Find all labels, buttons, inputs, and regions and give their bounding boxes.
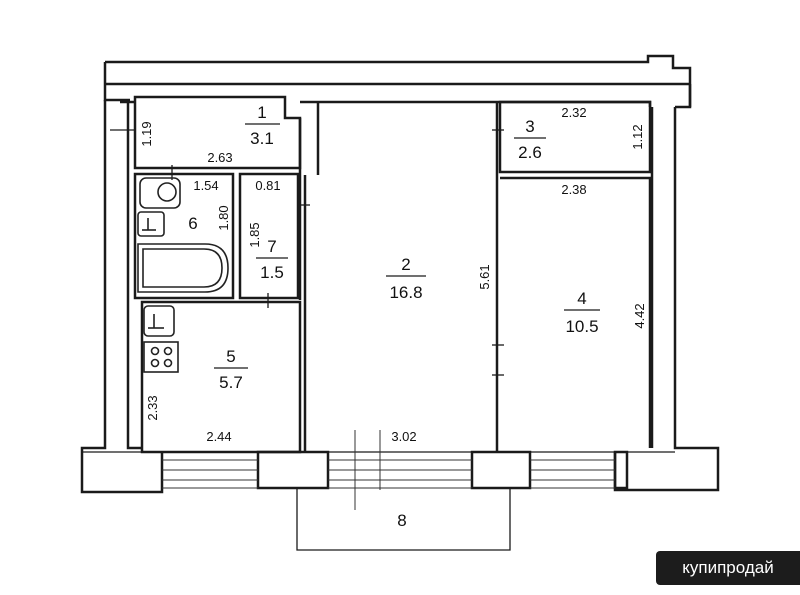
room-2-area: 16.8 bbox=[389, 283, 422, 302]
watermark-logo: купипродай bbox=[656, 551, 800, 585]
pier-left bbox=[256, 450, 330, 490]
dim-r2-width: 3.02 bbox=[391, 429, 416, 444]
dim-r4-height: 4.42 bbox=[632, 303, 647, 328]
room-6-number: 6 bbox=[188, 214, 197, 233]
room4-walls bbox=[500, 176, 652, 448]
left-wall bbox=[80, 100, 164, 494]
balcony-outline bbox=[296, 488, 511, 551]
kitchen-sink-icon bbox=[143, 305, 175, 337]
dim-r1-height: 1.19 bbox=[139, 121, 154, 146]
room-3-area: 2.6 bbox=[518, 143, 542, 162]
room-2-number: 2 bbox=[401, 255, 410, 274]
window-kitchen bbox=[162, 459, 258, 489]
pier-far-right bbox=[613, 450, 629, 490]
left-wall-inner bbox=[126, 100, 142, 450]
dim-r7-height: 1.85 bbox=[247, 222, 262, 247]
window-bedroom bbox=[530, 459, 615, 489]
room3-walls bbox=[498, 100, 652, 174]
room-labels: 1 3.1 2 16.8 3 2.6 4 10.5 5 5.7 6 7 1.5 … bbox=[188, 103, 600, 530]
dim-r6-height: 1.80 bbox=[216, 205, 231, 230]
interior-walls bbox=[110, 95, 652, 454]
dim-r1-width: 2.63 bbox=[207, 150, 232, 165]
room-5-area: 5.7 bbox=[219, 373, 243, 392]
room5-walls bbox=[140, 300, 302, 454]
dim-r3-height: 1.12 bbox=[630, 124, 645, 149]
room-7-number: 7 bbox=[267, 237, 276, 256]
dim-r3-width: 2.32 bbox=[561, 105, 586, 120]
dimension-labels: 1.19 2.63 1.54 1.80 0.81 1.85 5.61 3.02 … bbox=[139, 105, 647, 444]
room7-walls bbox=[238, 172, 300, 300]
pier-right bbox=[470, 450, 532, 490]
room-8-number: 8 bbox=[397, 511, 406, 530]
dim-r2-height: 5.61 bbox=[477, 264, 492, 289]
bathtub-icon bbox=[137, 243, 229, 293]
dim-r5-height: 2.33 bbox=[145, 395, 160, 420]
window-living bbox=[328, 459, 472, 489]
room-1-area: 3.1 bbox=[250, 129, 274, 148]
dim-r6-width: 1.54 bbox=[193, 178, 218, 193]
stove-icon bbox=[143, 341, 179, 373]
room-5-number: 5 bbox=[226, 347, 235, 366]
balcony-door bbox=[354, 430, 381, 510]
room6-walls bbox=[133, 172, 235, 300]
windows bbox=[82, 451, 675, 489]
dim-r7-width: 0.81 bbox=[255, 178, 280, 193]
fixtures bbox=[137, 177, 229, 373]
dim-r4-width: 2.38 bbox=[561, 182, 586, 197]
toilet-icon bbox=[139, 177, 181, 209]
room-4-number: 4 bbox=[577, 289, 586, 308]
top-wall bbox=[105, 54, 692, 109]
room-3-number: 3 bbox=[525, 117, 534, 136]
room-7-area: 1.5 bbox=[260, 263, 284, 282]
dim-r5-width: 2.44 bbox=[206, 429, 231, 444]
room-1-number: 1 bbox=[257, 103, 266, 122]
sink-icon bbox=[137, 211, 165, 237]
room-4-area: 10.5 bbox=[565, 317, 598, 336]
outer-walls bbox=[80, 54, 720, 494]
